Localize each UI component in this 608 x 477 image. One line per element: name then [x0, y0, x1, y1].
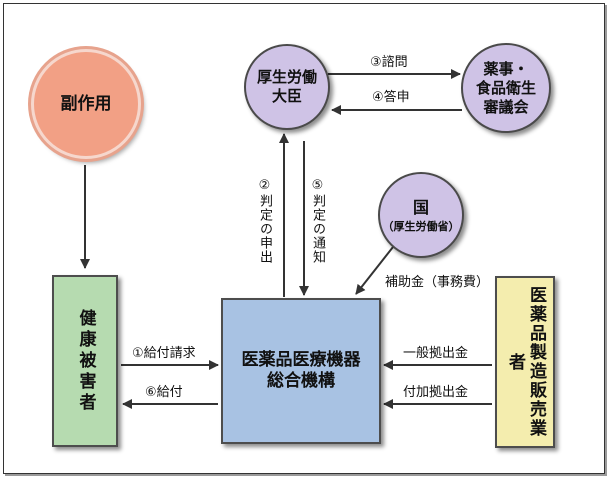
pmda-box: 医薬品医療機器 総合機構 — [221, 298, 381, 444]
council-label-line2: 食品衛生 — [475, 78, 536, 97]
manufacturer-label: 医薬品製造販売業者 — [505, 286, 546, 438]
council-label-line3: 審議会 — [483, 97, 529, 116]
pmda-label-line2: 総合機構 — [267, 371, 335, 391]
manufacturer-box: 医薬品製造販売業者 — [495, 276, 555, 448]
council-label-line1: 薬事・ — [483, 59, 529, 78]
label-payment: ⑥給付 — [145, 385, 183, 400]
label-report: ④答申 — [372, 90, 410, 105]
country-node: 国 （厚生労働省） — [378, 172, 464, 258]
label-subsidy: 補助金（事務費） — [385, 275, 490, 290]
label-additional-contribution: 付加拠出金 — [403, 385, 469, 400]
label-judgment-notice: ⑤判定の通知 — [310, 178, 325, 264]
country-label-line1: 国 — [412, 197, 429, 217]
label-judgment-request: ②判定の申出 — [257, 178, 272, 264]
side-effect-node: 副作用 — [31, 49, 141, 159]
minister-label-line2: 大臣 — [271, 87, 302, 105]
minister-node: 厚生労働 大臣 — [244, 44, 330, 130]
side-effect-label: 副作用 — [60, 93, 112, 114]
council-node: 薬事・ 食品衛生 審議会 — [461, 43, 551, 133]
victim-label: 健康被害者 — [75, 308, 96, 414]
victim-box: 健康被害者 — [52, 275, 118, 447]
arrow-subsidy — [355, 246, 394, 295]
label-inquiry: ③諮問 — [370, 55, 408, 70]
label-payment-request: ①給付請求 — [132, 346, 196, 361]
minister-label-line1: 厚生労働 — [256, 68, 317, 86]
pmda-label-line1: 医薬品医療機器 — [241, 350, 361, 370]
country-label-line2: （厚生労働省） — [382, 219, 460, 233]
label-general-contribution: 一般拠出金 — [403, 346, 469, 361]
